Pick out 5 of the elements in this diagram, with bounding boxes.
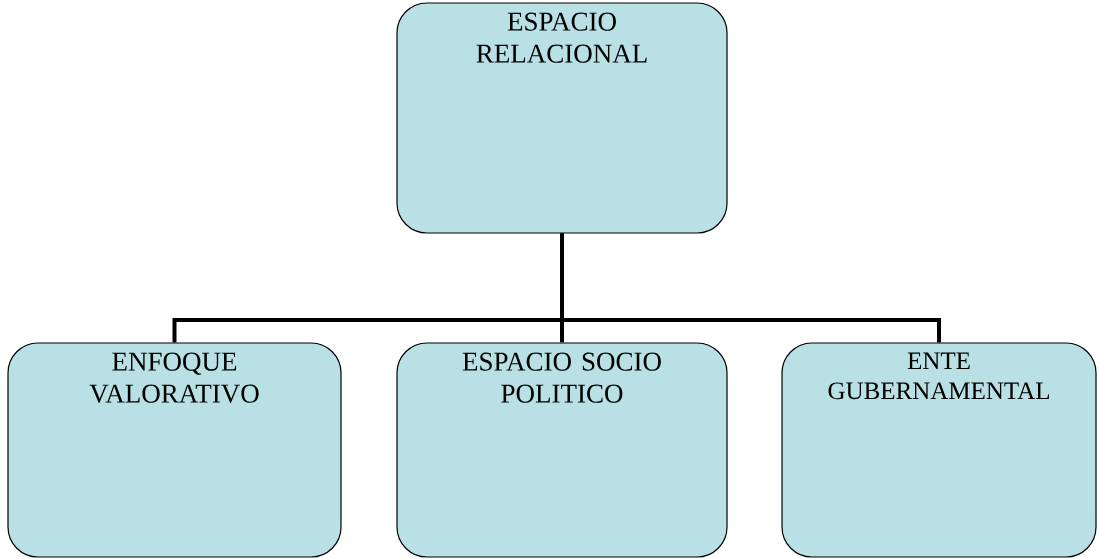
process-box: ENFOQUE VALORATIVO [7, 342, 342, 558]
process-box: ESPACIO SOCIO POLITICO [396, 342, 728, 558]
process-box: ESPACIO RELACIONAL [396, 2, 728, 234]
process-box: ENTE GUBERNAMENTAL [781, 342, 1097, 558]
connector [560, 233, 941, 343]
